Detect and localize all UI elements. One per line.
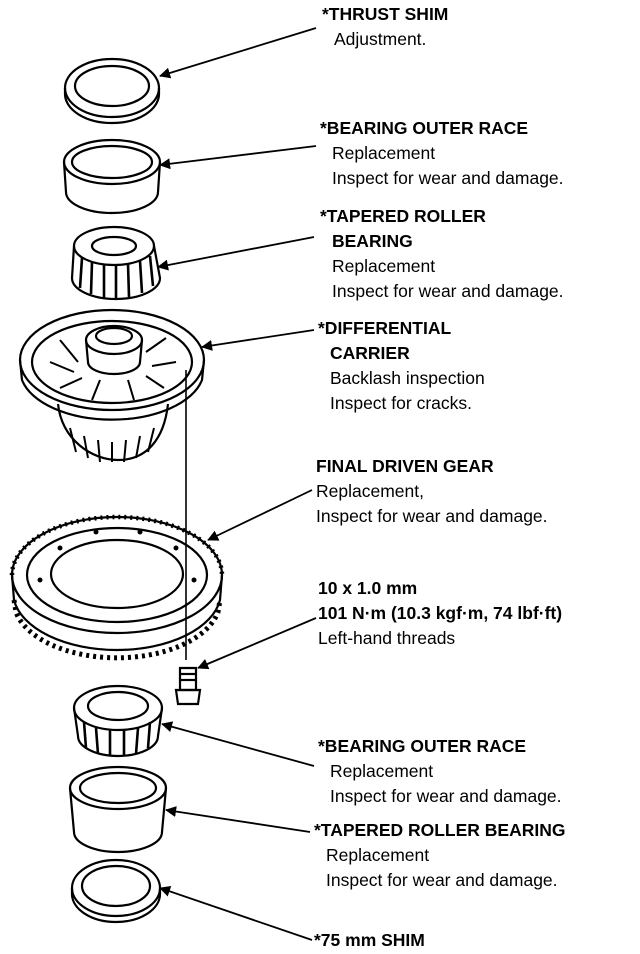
arrow-carrier	[201, 329, 315, 351]
differential-carrier-part	[18, 308, 206, 660]
final-gear-note-1: Replacement,	[316, 481, 424, 501]
arrow-outer-race-bottom	[161, 721, 315, 767]
arrow-roller-top	[157, 236, 315, 271]
label-bolt: 10 x 1.0 mm 101 N·m (10.3 kgf·m, 74 lbf·…	[318, 576, 562, 651]
arrow-shim-75	[159, 886, 313, 941]
outer-race-bottom-title: *BEARING OUTER RACE	[318, 736, 527, 756]
carrier-title-1: *DIFFERENTIAL	[318, 318, 452, 338]
label-final-gear: FINAL DRIVEN GEAR Replacement, Inspect f…	[316, 454, 548, 529]
label-thrust-shim: *THRUST SHIM Adjustment.	[322, 2, 448, 52]
label-roller-top: *TAPERED ROLLER BEARING Replacement Insp…	[320, 204, 564, 304]
roller-bottom-note-1: Replacement	[326, 845, 430, 865]
label-carrier: *DIFFERENTIAL CARRIER Backlash inspectio…	[318, 316, 485, 416]
bolt-note: Left-hand threads	[318, 628, 456, 648]
shim-75-title: *75 mm SHIM	[314, 930, 425, 950]
carrier-note-2: Inspect for cracks.	[330, 393, 472, 413]
arrow-thrust-shim	[159, 27, 317, 79]
outer-race-top-note-1: Replacement	[332, 143, 436, 163]
bolt-size: 10 x 1.0 mm	[318, 578, 418, 598]
thrust-shim-note: Adjustment.	[334, 29, 427, 49]
carrier-note-1: Backlash inspection	[330, 368, 485, 388]
arrow-outer-race-top	[159, 145, 317, 170]
label-outer-race-bottom: *BEARING OUTER RACE Replacement Inspect …	[318, 734, 562, 809]
outer-race-top-title: *BEARING OUTER RACE	[320, 118, 529, 138]
roller-top-title-1: *TAPERED ROLLER	[320, 206, 486, 226]
carrier-title-2: CARRIER	[330, 343, 410, 363]
final-gear-note-2: Inspect for wear and damage.	[316, 506, 548, 526]
label-outer-race-top: *BEARING OUTER RACE Replacement Inspect …	[320, 116, 564, 191]
tapered-roller-bearing-bottom-part	[72, 684, 164, 758]
thrust-shim-part	[63, 57, 161, 125]
outer-race-top-note-2: Inspect for wear and damage.	[332, 168, 564, 188]
outer-race-bottom-note-2: Inspect for wear and damage.	[330, 786, 562, 806]
roller-bottom-title: *TAPERED ROLLER BEARING	[314, 820, 566, 840]
thrust-shim-title: *THRUST SHIM	[322, 4, 449, 24]
outer-race-bottom-note-1: Replacement	[330, 761, 434, 781]
bearing-outer-race-top-part	[62, 138, 162, 215]
roller-top-title-2: BEARING	[332, 231, 413, 251]
roller-top-note-1: Replacement	[332, 256, 436, 276]
roller-bottom-note-2: Inspect for wear and damage.	[326, 870, 558, 890]
roller-top-note-2: Inspect for wear and damage.	[332, 281, 564, 301]
arrow-final-gear	[207, 489, 313, 541]
arrow-bolt	[197, 617, 317, 670]
bolt-part	[174, 666, 202, 706]
label-roller-bottom: *TAPERED ROLLER BEARING Replacement Insp…	[314, 818, 566, 893]
arrow-roller-bottom	[165, 806, 311, 833]
shim-75mm-part	[70, 858, 162, 924]
tapered-roller-bearing-top-part	[70, 225, 162, 301]
final-driven-gear-part	[9, 514, 225, 661]
bearing-outer-race-bottom-part	[68, 765, 168, 854]
bolt-torque: 101 N·m (10.3 kgf·m, 74 lbf·ft)	[318, 603, 563, 623]
label-shim-75: *75 mm SHIM	[314, 928, 425, 953]
final-gear-title: FINAL DRIVEN GEAR	[316, 456, 494, 476]
